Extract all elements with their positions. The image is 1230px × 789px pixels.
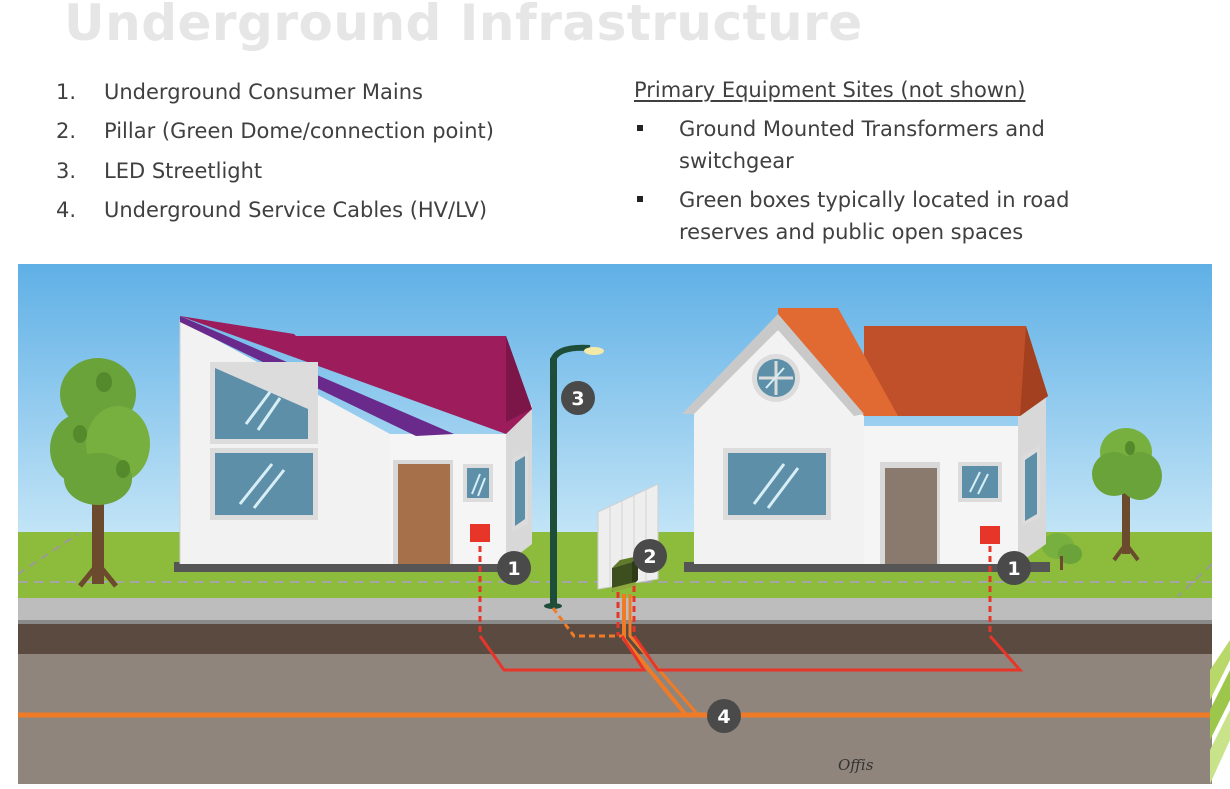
bullet-text-line: Ground Mounted Transformers and [679,117,1045,141]
marker-1-right: 1 [997,551,1031,585]
marker-1-left: 1 [497,551,531,585]
led-streetlight-icon [544,344,604,609]
decorative-corner-stripes [1210,640,1230,784]
tree-left-icon [50,358,150,588]
legend-item-consumer-mains: 1. Underground Consumer Mains [56,72,494,112]
bullet-green-boxes: Green boxes typically located in road re… [634,184,1114,248]
square-bullet-icon [634,184,679,248]
legend-number: 4. [56,198,77,223]
bullet-transformers: Ground Mounted Transformers and switchge… [634,113,1114,177]
legend-label: LED Streetlight [104,158,263,183]
primary-sites-heading: Primary Equipment Sites (not shown) [634,78,1026,102]
legend-label: Pillar (Green Dome/connection point) [104,119,494,144]
svg-text:3: 3 [571,388,584,410]
svg-text:1: 1 [1007,558,1020,580]
footpath [18,598,1212,622]
square-bullet-icon [634,113,679,177]
legend-item-service-cables: 4. Underground Service Cables (HV/LV) [56,191,494,231]
bullet-text-line: Green boxes typically located in road [679,188,1070,212]
legend-item-pillar: 2. Pillar (Green Dome/connection point) [56,112,494,152]
svg-text:4: 4 [717,706,730,728]
street-cross-section-illustration: 1 2 3 1 4 [18,264,1212,784]
marker-4: 4 [707,699,741,733]
underground-cables [18,546,1212,718]
house-right [682,308,1050,572]
page-title: Underground Infrastructure [64,0,863,52]
legend-number: 1. [56,79,77,104]
marker-2: 2 [633,539,667,573]
svg-text:1: 1 [507,558,520,580]
legend-label: Underground Service Cables (HV/LV) [104,198,488,223]
marker-3: 3 [561,381,595,415]
bullet-text-line: switchgear [679,149,794,173]
bush-icon [1042,533,1082,570]
legend-label: Underground Consumer Mains [104,79,423,104]
artist-signature: Offis [838,756,874,774]
legend-item-streetlight: 3. LED Streetlight [56,151,494,191]
components-legend-list: 1. Underground Consumer Mains 2. Pillar … [56,72,494,230]
legend-number: 2. [56,119,77,144]
bullet-text-line: reserves and public open spaces [679,220,1024,244]
subsoil [18,654,1212,784]
house-left [174,316,532,572]
primary-sites-section: Primary Equipment Sites (not shown) Grou… [634,74,1114,248]
topsoil [18,624,1212,654]
pillar-green-dome-icon [611,556,638,592]
svg-text:2: 2 [643,546,656,568]
legend-number: 3. [56,158,77,183]
tree-right-icon [1092,428,1162,562]
